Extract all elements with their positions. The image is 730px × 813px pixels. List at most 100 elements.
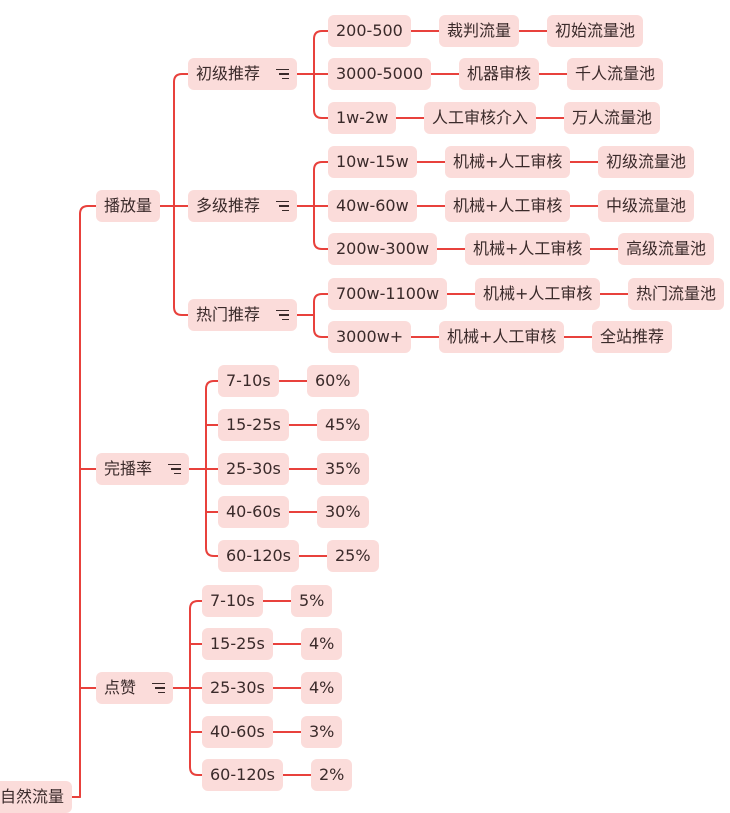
recommend-0-row-0-node-1[interactable]: 裁判流量 — [439, 15, 520, 47]
recommend-2-branch — [313, 328, 329, 338]
completion-row-4-node-1[interactable]: 25% — [327, 540, 379, 572]
recommend-0-row-0-node-0[interactable]: 200-500 — [328, 15, 411, 47]
completion-row-0-node-1-label: 60% — [315, 371, 351, 390]
completion-row-3-node-1-label: 30% — [325, 502, 361, 521]
recommend-1-row-2-node-1[interactable]: 机械+人工审核 — [465, 233, 591, 265]
notes-icon — [168, 461, 182, 475]
likes-row-4-node-1[interactable]: 2% — [311, 759, 353, 791]
recommend-2-row-1-node-1[interactable]: 机械+人工审核 — [439, 321, 565, 353]
recommend-1-row-0-node-2[interactable]: 初级流量池 — [598, 146, 695, 178]
completion-row-4-node-0-label: 60-120s — [226, 546, 292, 565]
recommend-2-row-0-node-0-label: 700w-1100w — [336, 284, 440, 303]
recommend-1-branch — [313, 161, 329, 171]
recommend-1-row-2-node-2-label: 高级流量池 — [626, 239, 707, 258]
recommend-2-row-0-node-1[interactable]: 机械+人工审核 — [475, 278, 601, 310]
recommend-2-row-1-node-0-label: 3000w+ — [336, 327, 404, 346]
completion-branch — [205, 380, 219, 390]
completion-row-3-node-0-label: 40-60s — [226, 502, 281, 521]
completion-row-2-node-1-label: 35% — [325, 459, 361, 478]
section-playcount[interactable]: 播放量 — [96, 190, 161, 222]
recommend-0-row-0-node-2[interactable]: 初始流量池 — [547, 15, 644, 47]
likes-row-3-node-1[interactable]: 3% — [301, 716, 343, 748]
recommend-1-row-0-node-2-label: 初级流量池 — [606, 152, 687, 171]
likes-row-3-node-0[interactable]: 40-60s — [202, 716, 273, 748]
likes-row-1-node-0[interactable]: 15-25s — [202, 628, 273, 660]
recommend-0-row-0-node-0-label: 200-500 — [336, 21, 403, 40]
recommend-1-row-0-node-0[interactable]: 10w-15w — [328, 146, 417, 178]
completion-row-2-node-0[interactable]: 25-30s — [218, 453, 289, 485]
notes-icon — [276, 307, 290, 321]
section-playcount-label: 播放量 — [104, 196, 153, 215]
likes-row-4-node-0-label: 60-120s — [210, 765, 276, 784]
section-completion-rate-label: 完播率 — [104, 459, 153, 478]
recommend-0-row-2-node-0[interactable]: 1w-2w — [328, 102, 397, 134]
recommend-0-branch — [313, 109, 329, 119]
recommend-0-row-1-node-0-label: 3000-5000 — [336, 64, 424, 83]
recommend-2-row-0-node-1-label: 机械+人工审核 — [483, 284, 593, 303]
completion-row-1-node-0[interactable]: 15-25s — [218, 409, 289, 441]
section-likes-label: 点赞 — [104, 678, 137, 697]
notes-icon — [152, 680, 166, 694]
recommend-2-row-0-node-2-label: 热门流量池 — [636, 284, 717, 303]
likes-branch — [189, 600, 203, 610]
recommend-0-row-2-node-2[interactable]: 万人流量池 — [564, 102, 661, 134]
completion-row-4-node-1-label: 25% — [335, 546, 371, 565]
completion-row-0-node-1[interactable]: 60% — [307, 365, 359, 397]
likes-branch — [189, 766, 203, 776]
recommend-2-row-0-node-0[interactable]: 700w-1100w — [328, 278, 448, 310]
recommend-2-row-1-node-0[interactable]: 3000w+ — [328, 321, 412, 353]
likes-row-2-node-1-label: 4% — [309, 678, 335, 697]
recommend-1-row-1-node-2-label: 中级流量池 — [606, 196, 687, 215]
recommend-2-row-0-node-2[interactable]: 热门流量池 — [628, 278, 725, 310]
notes-icon — [276, 198, 290, 212]
recommend-0-row-1-node-1[interactable]: 机器审核 — [459, 58, 540, 90]
recommend-1-row-2-node-2[interactable]: 高级流量池 — [618, 233, 715, 265]
trunk-branch — [79, 205, 97, 215]
recommend-level-1[interactable]: 多级推荐 — [188, 190, 298, 222]
recommend-1-row-1-node-0[interactable]: 40w-60w — [328, 190, 417, 222]
completion-row-0-node-0[interactable]: 7-10s — [218, 365, 279, 397]
completion-row-3-node-1[interactable]: 30% — [317, 496, 369, 528]
recommend-0-row-1-node-0[interactable]: 3000-5000 — [328, 58, 432, 90]
recommend-1-row-1-node-2[interactable]: 中级流量池 — [598, 190, 695, 222]
recommend-1-row-1-node-1[interactable]: 机械+人工审核 — [445, 190, 571, 222]
completion-row-2-node-0-label: 25-30s — [226, 459, 281, 478]
recommend-1-row-2-node-0-label: 200w-300w — [336, 239, 430, 258]
recommend-0-row-2-node-1[interactable]: 人工审核介入 — [424, 102, 537, 134]
section-likes[interactable]: 点赞 — [96, 672, 174, 704]
likes-row-0-node-1[interactable]: 5% — [291, 585, 333, 617]
likes-row-1-node-1[interactable]: 4% — [301, 628, 343, 660]
recommend-1-row-2-node-0[interactable]: 200w-300w — [328, 233, 438, 265]
likes-row-4-node-0[interactable]: 60-120s — [202, 759, 284, 791]
recommend-level-0[interactable]: 初级推荐 — [188, 58, 298, 90]
likes-row-2-node-0-label: 25-30s — [210, 678, 265, 697]
recommend-level-1-label: 多级推荐 — [196, 196, 261, 215]
notes-icon — [276, 66, 290, 80]
completion-branch — [205, 547, 219, 557]
recommend-1-branch — [313, 240, 329, 250]
likes-row-0-node-0-label: 7-10s — [210, 591, 255, 610]
completion-row-3-node-0[interactable]: 40-60s — [218, 496, 289, 528]
recommend-0-row-0-node-1-label: 裁判流量 — [447, 21, 512, 40]
likes-row-0-node-0[interactable]: 7-10s — [202, 585, 263, 617]
recommend-1-row-1-node-0-label: 40w-60w — [336, 196, 409, 215]
root-node-label: 自然流量 — [0, 787, 65, 806]
root-node[interactable]: 自然流量 — [0, 781, 73, 813]
recommend-0-row-1-node-2[interactable]: 千人流量池 — [567, 58, 664, 90]
recommend-level-2[interactable]: 热门推荐 — [188, 299, 298, 331]
completion-row-4-node-0[interactable]: 60-120s — [218, 540, 300, 572]
recommend-0-row-2-node-1-label: 人工审核介入 — [432, 108, 529, 127]
recommend-0-row-1-node-1-label: 机器审核 — [467, 64, 532, 83]
completion-row-1-node-1[interactable]: 45% — [317, 409, 369, 441]
recommend-1-row-0-node-1[interactable]: 机械+人工审核 — [445, 146, 571, 178]
likes-row-2-node-1[interactable]: 4% — [301, 672, 343, 704]
recommend-1-row-0-node-0-label: 10w-15w — [336, 152, 409, 171]
recommend-2-row-1-node-2[interactable]: 全站推荐 — [592, 321, 673, 353]
recommend-0-row-0-node-2-label: 初始流量池 — [555, 21, 636, 40]
completion-row-2-node-1[interactable]: 35% — [317, 453, 369, 485]
likes-row-2-node-0[interactable]: 25-30s — [202, 672, 273, 704]
section-completion-rate[interactable]: 完播率 — [96, 453, 190, 485]
likes-row-3-node-1-label: 3% — [309, 722, 335, 741]
